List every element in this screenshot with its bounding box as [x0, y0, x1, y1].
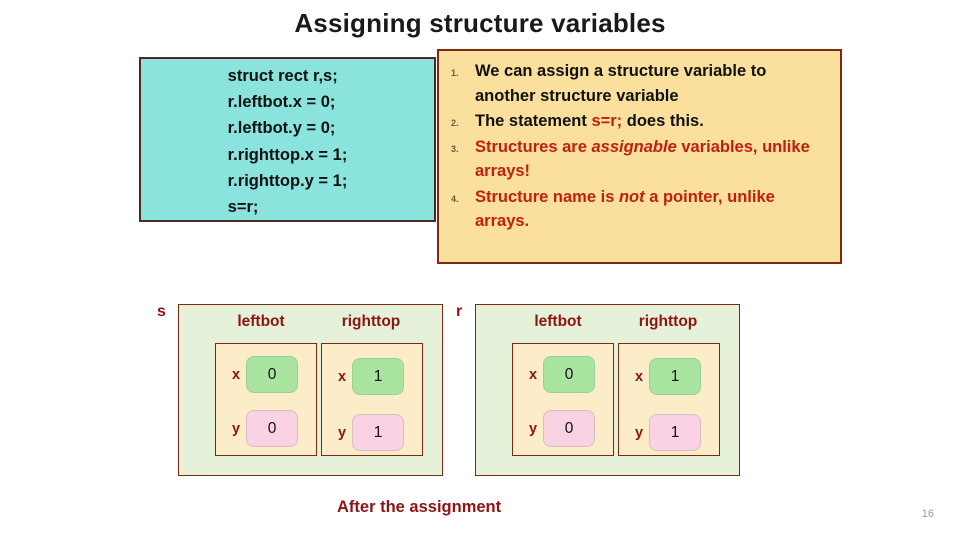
field-key: y — [528, 420, 538, 437]
field-value: 0 — [543, 410, 595, 447]
field-row-y: y 0 — [523, 410, 595, 447]
page-number: 16 — [921, 508, 934, 520]
code-line: r.righttop.y = 1; — [227, 171, 348, 190]
note-text-emphasis: assignable — [591, 137, 677, 156]
field-key: x — [528, 366, 538, 383]
field-value: 1 — [352, 414, 404, 451]
code-line: r.leftbot.y = 0; — [227, 119, 336, 138]
field-key: y — [337, 424, 347, 441]
note-item: 1. We can assign a structure variable to… — [445, 59, 830, 108]
field-value: 1 — [352, 358, 404, 395]
note-number: 3. — [451, 143, 459, 154]
variable-label-r: r — [456, 303, 463, 320]
note-text-part: a pointer, unlike arrays. — [475, 187, 775, 231]
field-key: x — [634, 368, 644, 385]
note-text-part: does this. — [622, 112, 704, 130]
note-text-part: Structure name is — [475, 187, 619, 206]
field-row-y: y 0 — [226, 410, 298, 447]
code-line: struct rect r,s; — [227, 67, 338, 85]
note-text-part: We can assign a structure variable to an… — [475, 62, 767, 105]
member-box-leftbot: x 0 y 0 — [512, 343, 614, 456]
field-row-x: x 0 — [226, 356, 298, 393]
note-item: 4. Structure name is not a pointer, unli… — [445, 185, 830, 234]
code-line: r.righttop.x = 1; — [227, 145, 348, 164]
note-text: We can assign a structure variable to an… — [475, 59, 830, 108]
member-label-righttop: righttop — [638, 313, 698, 330]
note-text-part: Structures are — [475, 137, 592, 156]
member-label-leftbot: leftbot — [237, 313, 285, 330]
member-label-leftbot: leftbot — [534, 313, 582, 330]
field-value: 1 — [649, 358, 701, 395]
field-row-x: x 0 — [523, 356, 595, 393]
note-number: 1. — [451, 68, 459, 78]
struct-box-s: leftbot righttop x 0 y 0 x 1 y 1 — [178, 304, 443, 476]
code-line: s=r; — [227, 198, 259, 217]
field-key: x — [231, 366, 241, 383]
member-label-righttop: righttop — [341, 313, 401, 330]
field-row-y: y 1 — [629, 414, 701, 451]
note-text: Structures are assignable variables, unl… — [475, 135, 830, 184]
member-box-righttop: x 1 y 1 — [618, 343, 720, 456]
code-line: r.leftbot.x = 0; — [227, 93, 336, 112]
notes-panel: 1. We can assign a structure variable to… — [437, 49, 842, 264]
field-value: 0 — [246, 356, 298, 393]
note-item: 3. Structures are assignable variables, … — [445, 135, 830, 184]
note-text: Structure name is not a pointer, unlike … — [475, 185, 830, 234]
field-value: 1 — [649, 414, 701, 451]
field-key: x — [337, 368, 347, 385]
field-value: 0 — [543, 356, 595, 393]
note-item: 2. The statement s=r; does this. — [445, 109, 830, 134]
note-text-emphasis: not — [618, 187, 645, 206]
code-lines: struct rect r,s; r.leftbot.x = 0; r.left… — [228, 63, 348, 220]
field-key: y — [231, 420, 241, 437]
note-text: The statement s=r; does this. — [475, 109, 830, 134]
note-text-accent: s=r; — [591, 112, 623, 130]
note-text-part: variables, unlike arrays! — [475, 137, 810, 181]
member-box-leftbot: x 0 y 0 — [215, 343, 317, 456]
code-block: struct rect r,s; r.leftbot.x = 0; r.left… — [139, 57, 436, 222]
field-value: 0 — [246, 410, 298, 447]
field-key: y — [634, 424, 644, 441]
note-text-part: The statement — [475, 112, 592, 130]
field-row-y: y 1 — [332, 414, 404, 451]
note-number: 4. — [451, 193, 459, 204]
page-title: Assigning structure variables — [294, 8, 666, 38]
field-row-x: x 1 — [629, 358, 701, 395]
member-box-righttop: x 1 y 1 — [321, 343, 423, 456]
note-number: 2. — [451, 118, 459, 128]
variable-label-s: s — [157, 303, 166, 320]
field-row-x: x 1 — [332, 358, 404, 395]
slide-caption: After the assignment — [337, 498, 502, 516]
struct-box-r: leftbot righttop x 0 y 0 x 1 y 1 — [475, 304, 740, 476]
